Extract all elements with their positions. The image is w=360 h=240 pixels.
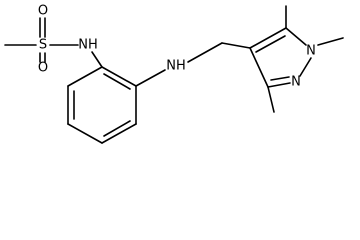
bond-ring-c1-c2	[101, 66, 137, 87]
amine-nh: NH	[166, 59, 186, 74]
bond-nitrogen-methylene	[187, 42, 223, 63]
bond-n1-methyl	[317, 37, 344, 46]
bond-ring-c6-c1	[67, 66, 103, 87]
bond-pyrazole-c5-n1	[285, 27, 307, 46]
pyrazole-n: N	[291, 75, 301, 90]
bond-pyrazole-c3-c4	[249, 47, 269, 88]
bond-ring-inner-2	[103, 120, 131, 137]
oxygen-atom-upper: O	[38, 4, 48, 19]
bond-nitrogen-ring	[91, 51, 103, 68]
oxygen-atom-lower: O	[38, 61, 48, 76]
bond-pyrazole-n1-n2	[299, 57, 312, 77]
molecule-structure: S O O NH NH N N	[4, 4, 344, 144]
bond-pyrazole-n2-c3	[267, 82, 291, 88]
bond-pyrazole-n2-c3-inner	[270, 76, 290, 81]
atom-labels: S O O NH NH N N	[38, 4, 316, 90]
bond-ring-c3-c4	[101, 123, 137, 144]
bond-ring-inner-1	[103, 73, 131, 90]
bond-ring-nitrogen	[135, 69, 166, 87]
bonds	[4, 5, 344, 144]
bond-pyrazole-c5-c4-inner	[255, 35, 286, 53]
bond-pyrazole-c4-c5	[249, 27, 287, 49]
sulfur-atom: S	[39, 38, 47, 53]
bond-ring-c4-c5	[67, 123, 103, 144]
bond-methylene-pyrazole	[221, 42, 251, 49]
sulfonamide-nh: NH	[78, 38, 98, 53]
pyrazole-n-methyl: N	[306, 44, 316, 59]
bond-c3-methyl	[267, 86, 275, 113]
